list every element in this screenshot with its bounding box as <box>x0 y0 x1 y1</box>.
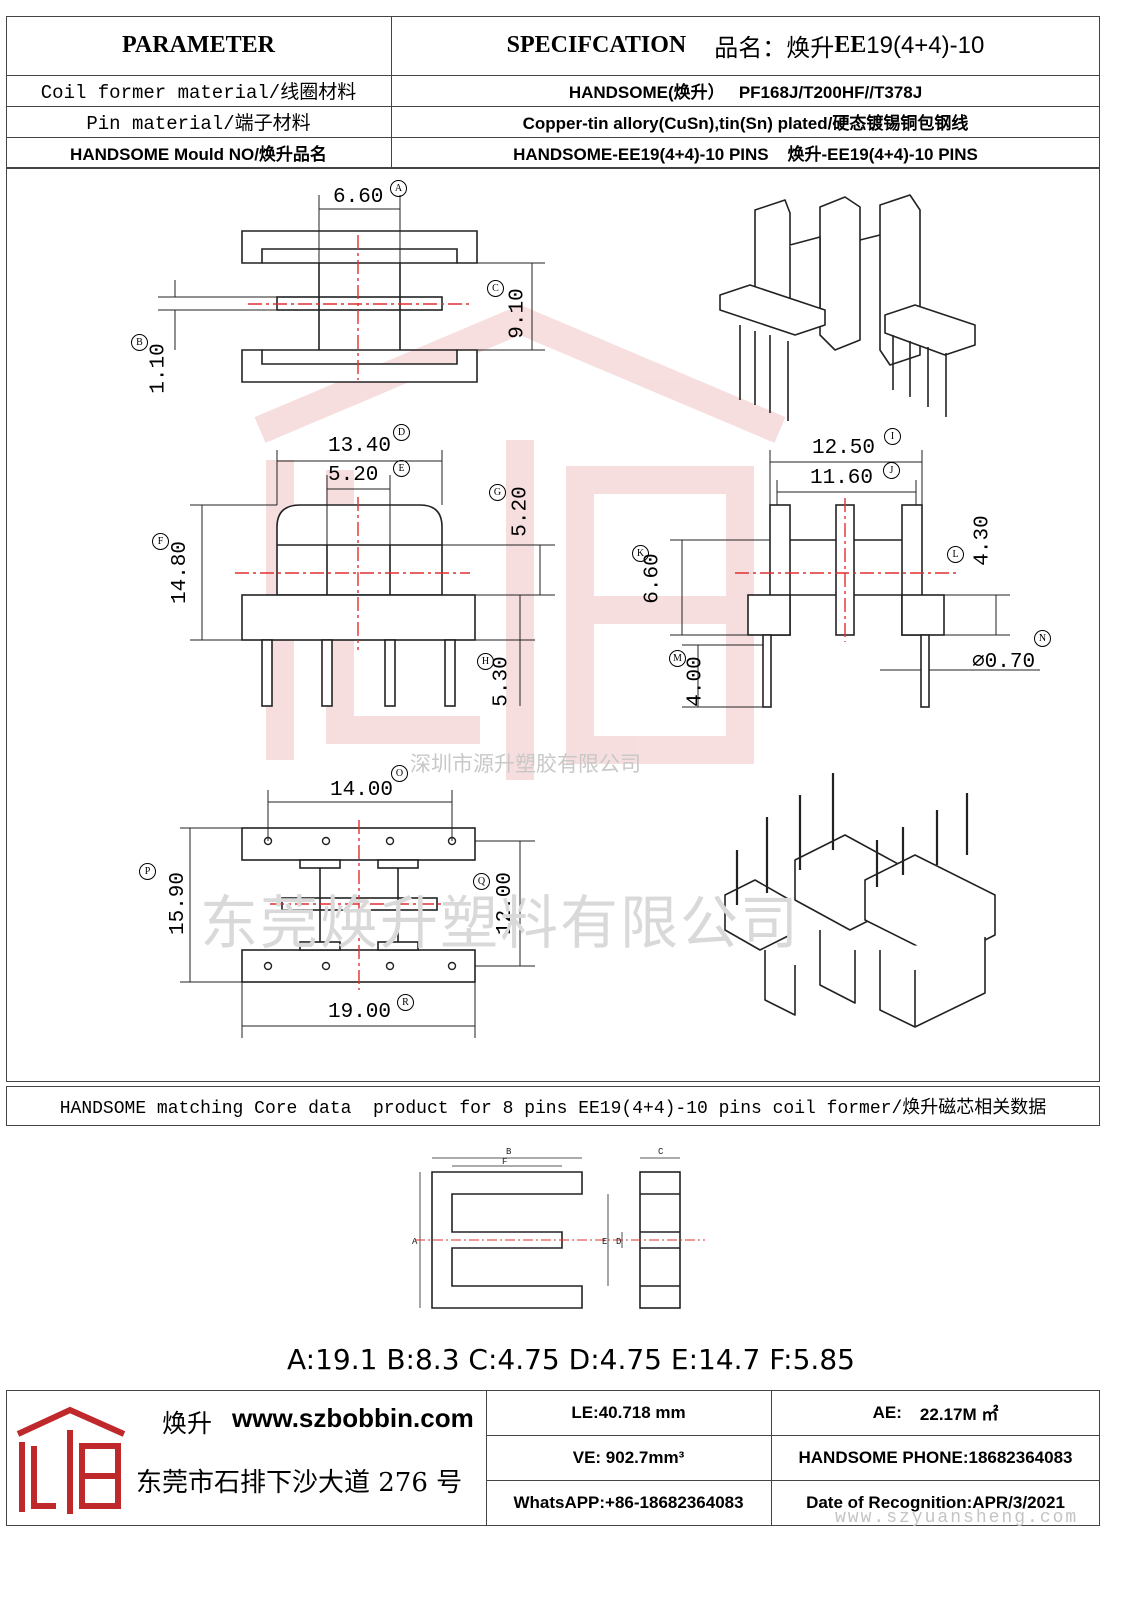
dim-o: 14.00 <box>330 779 394 802</box>
marker-l: L <box>947 546 964 563</box>
row-param-coil: Coil former material/线圈材料 <box>40 82 357 104</box>
drawing-area <box>6 168 1100 1082</box>
core-title: HANDSOME matching Core data product for … <box>59 1099 1047 1119</box>
marker-b: B <box>131 334 148 351</box>
watermark-url: www.szyuansheng.com <box>835 1508 1079 1528</box>
dim-k: 6.60 <box>641 553 665 604</box>
core-label-a: A <box>412 1237 418 1247</box>
dim-i: 12.50 <box>812 437 876 460</box>
marker-c: C <box>487 280 504 297</box>
marker-m: M <box>669 650 686 667</box>
specification-header: SPECIFCATION 品名：焕升 EE 19(4+4)-10 <box>391 16 1100 75</box>
core-values: A:19.1 B:8.3 C:4.75 D:4.75 E:14.7 F:5.85 <box>287 1343 855 1376</box>
core-label-d: D <box>616 1237 621 1247</box>
marker-p: P <box>139 863 156 880</box>
dim-f: 14.80 <box>169 540 193 605</box>
phone-value: HANDSOME PHONE:18682364083 <box>798 1447 1073 1467</box>
parameter-header: PARAMETER <box>122 32 275 58</box>
dim-e: 5.20 <box>328 464 379 487</box>
dim-n: ⌀0.70 <box>972 651 1036 674</box>
footer-table <box>6 1390 1100 1526</box>
dim-g: 5.20 <box>509 486 533 537</box>
product-name-rest: 19(4+4)-10 <box>866 31 985 59</box>
marker-e: E <box>393 460 410 477</box>
ae-label: AE: <box>872 1402 902 1422</box>
dim-j: 11.60 <box>810 467 874 490</box>
ve-value: VE: 902.7mm³ <box>572 1447 685 1467</box>
side-view-drawing <box>670 450 1040 708</box>
whatsapp-value: WhatsAPP:+86-18682364083 <box>513 1493 744 1512</box>
marker-j: J <box>883 462 900 479</box>
marker-d: D <box>393 424 410 441</box>
marker-q: Q <box>473 873 490 890</box>
core-label-e: E <box>602 1237 607 1247</box>
dim-m: 4.00 <box>684 656 708 707</box>
marker-n: N <box>1034 630 1051 647</box>
front-view-drawing <box>190 450 555 707</box>
core-diagram: B F C A E D <box>412 1147 705 1309</box>
marker-i: I <box>884 428 901 445</box>
row-param-pin: Pin material/端子材料 <box>86 113 311 135</box>
dim-b: 1.10 <box>147 343 171 394</box>
core-title-bar <box>6 1086 1100 1126</box>
product-name-label: 品名：焕升 <box>714 36 835 62</box>
marker-g: G <box>489 484 506 501</box>
watermark-company-1: 深圳市源升塑胶有限公司 <box>410 752 641 776</box>
marker-a: A <box>390 180 407 197</box>
row-value-mould: HANDSOME-EE19(4+4)-10 PINS 焕升-EE19(4+4)-… <box>513 145 978 164</box>
le-value: LE:40.718 mm <box>571 1402 686 1422</box>
marker-o: O <box>391 765 408 782</box>
row-param-mould: HANDSOME Mould NO/焕升品名 <box>70 145 327 164</box>
core-label-c: C <box>658 1147 664 1157</box>
product-name-bold: EE <box>834 32 867 58</box>
watermark-company-2: 东莞焕升塑料有限公司 <box>200 889 801 957</box>
isometric-view-bottom <box>724 773 996 1028</box>
ae-value: 22.17M ㎡ <box>919 1405 999 1424</box>
core-label-f: F <box>502 1157 507 1167</box>
dim-l: 4.30 <box>971 515 995 566</box>
dim-c: 9.10 <box>506 288 530 339</box>
dim-r: 19.00 <box>328 1001 392 1024</box>
dim-p: 15.90 <box>167 871 191 936</box>
footer-website[interactable]: www.szbobbin.com <box>232 1403 474 1433</box>
marker-f: F <box>152 533 169 550</box>
ae-cell: AE: 22.17M ㎡ <box>771 1390 1100 1435</box>
marker-h: H <box>477 653 494 670</box>
footer-address: 东莞市石排下沙大道 276 号 <box>136 1468 463 1498</box>
row-value-coil: HANDSOME(焕升） PF168J/T200HF//T378J <box>568 83 923 102</box>
spec-label: SPECIFCATION <box>506 32 687 58</box>
row-value-pin: Copper-tin allory(CuSn),tin(Sn) plated/硬… <box>522 114 969 133</box>
dim-d: 13.40 <box>328 435 392 458</box>
spec-table <box>6 16 1100 168</box>
core-label-b: B <box>506 1147 512 1157</box>
marker-r: R <box>397 994 414 1011</box>
bottom-view-drawing <box>180 790 535 1038</box>
isometric-view-top <box>719 194 976 421</box>
top-view-drawing <box>158 195 545 383</box>
marker-k: K <box>632 545 649 562</box>
dim-a: 6.60 <box>333 186 384 209</box>
dim-h: 5.30 <box>490 656 514 707</box>
footer-brand: 焕升 <box>162 1409 213 1438</box>
brand-logo <box>16 1406 126 1514</box>
date-value: Date of Recognition:APR/3/2021 <box>806 1493 1065 1512</box>
